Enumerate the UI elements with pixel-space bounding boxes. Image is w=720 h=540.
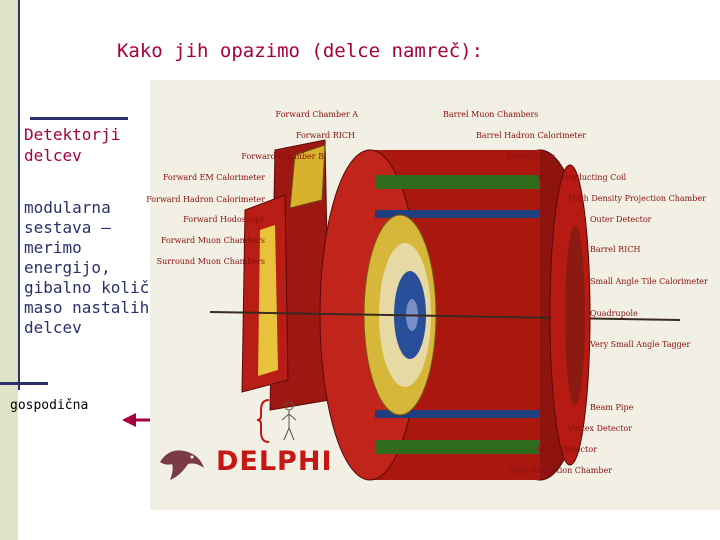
label-barrel-hadron-calorimeter: Barrel Hadron Calorimeter — [476, 131, 587, 140]
label-forward-chamber-b: Forward Chamber B — [241, 152, 324, 161]
label-inner-detector: Inner Detector — [537, 445, 597, 454]
slide-title: Kako jih opazimo (delce namreč): — [116, 40, 484, 62]
left-accent-line — [18, 0, 20, 390]
heading-rule — [30, 117, 128, 120]
label-outer-detector: Outer Detector — [590, 215, 652, 224]
label-beam-pipe: Beam Pipe — [590, 403, 634, 412]
delphi-logo-text: DELPHI — [216, 446, 333, 477]
label-vertex-detector: Vertex Detector — [568, 424, 633, 433]
label-forward-rich: Forward RICH — [295, 131, 355, 140]
section-heading: Detektorji delcev — [24, 125, 121, 165]
label-quadrupole: Quadrupole — [590, 309, 638, 318]
label-barrel-rich: Barrel RICH — [590, 245, 641, 254]
label-superconducting-coil: Superconducting Coil — [538, 173, 627, 182]
label-scintillators: Scintillators — [506, 152, 556, 161]
bottom-rule — [0, 382, 48, 385]
body-text: modularna sestava – merimo energijo, gib… — [24, 198, 188, 337]
label-surround-muon-chambers: Surround Muon Chambers — [156, 257, 265, 266]
label-high-density-projection-chamber: High Density Projection Chamber — [569, 194, 706, 203]
label-barrel-muon-chambers: Barrel Muon Chambers — [443, 110, 539, 119]
label-forward-hadron-calorimeter: Forward Hadron Calorimeter — [146, 195, 265, 204]
side-note: gospodična — [10, 398, 89, 413]
label-small-angle-tile-calorimeter: Small Angle Tile Calorimeter — [590, 277, 708, 286]
label-forward-hodoscope: Forward Hodoscope — [183, 215, 265, 224]
label-forward-muon-chambers: Forward Muon Chambers — [160, 236, 265, 245]
delphi-detector-image — [150, 80, 720, 510]
person-scale-icon — [256, 399, 297, 443]
left-accent-bar — [0, 0, 18, 540]
label-time-projection-chamber: Time Projection Chamber — [508, 466, 613, 475]
dolphin-logo-icon — [160, 450, 204, 480]
label-forward-em-calorimeter: Forward EM Calorimeter — [162, 173, 265, 182]
label-forward-chamber-a: Forward Chamber A — [275, 110, 359, 119]
detector-drawing — [209, 139, 681, 481]
label-very-small-angle-tagger: Very Small Angle Tagger — [590, 340, 691, 349]
